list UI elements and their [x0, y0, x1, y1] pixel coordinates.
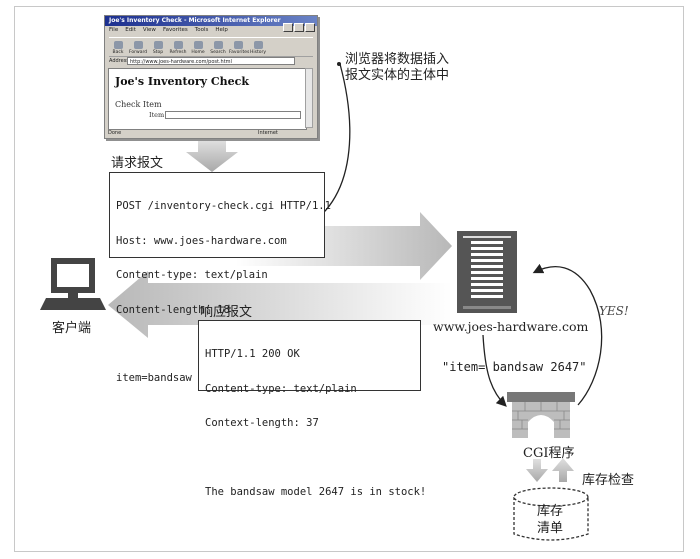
cgi-program-icon — [507, 392, 575, 438]
menu-view[interactable]: View — [142, 27, 156, 33]
server-icon — [457, 231, 517, 313]
item-label: Item — [149, 111, 165, 119]
stop-button[interactable]: Stop — [149, 40, 167, 55]
refresh-icon — [173, 41, 183, 49]
history-button[interactable]: History — [249, 40, 267, 55]
favorites-button[interactable]: Favorites — [229, 40, 249, 55]
page-scrollbar[interactable] — [305, 68, 313, 128]
browser-status-bar: Done Internet — [108, 129, 313, 137]
annotation-line-2: 报文实体的主体中 — [345, 68, 450, 83]
address-bar: Address http://www.joes-hardware.com/pos… — [109, 57, 313, 66]
browser-title: Joe's Inventory Check - Microsoft Intern… — [109, 17, 281, 24]
server-to-cgi-arrow — [482, 334, 507, 407]
browser-title-bar: Joe's Inventory Check - Microsoft Intern… — [105, 16, 317, 26]
request-headers: POST /inventory-check.cgi HTTP/1.1 Host:… — [116, 178, 331, 408]
page-heading: Joe's Inventory Check — [115, 75, 249, 88]
response-context-length: Context-length: 37 — [205, 417, 319, 429]
request-content-length: Content-length: 18 — [116, 303, 230, 316]
annotation-line-1: 浏览器将数据插入 — [345, 52, 450, 67]
status-zone: Internet — [258, 130, 278, 136]
form-title: Check Item — [115, 100, 162, 109]
menu-tools[interactable]: Tools — [194, 27, 209, 33]
response-content-type: Content-type: text/plain — [205, 382, 357, 395]
annotation-dot — [337, 62, 341, 66]
back-icon — [113, 41, 123, 49]
request-label: 请求报文 — [111, 156, 164, 171]
menu-file[interactable]: File — [109, 27, 119, 33]
request-line: POST /inventory-check.cgi HTTP/1.1 — [116, 200, 331, 212]
cgi-to-server-arrow — [532, 263, 603, 406]
yes-label: YES! — [599, 304, 629, 318]
close-icon[interactable] — [305, 23, 315, 32]
request-content-type: Content-type: text/plain — [116, 269, 268, 281]
cgi-query-label: "item= bandsaw 2647" — [442, 360, 587, 374]
client-computer-icon — [40, 258, 106, 310]
request-message-box: POST /inventory-check.cgi HTTP/1.1 Host:… — [109, 172, 331, 384]
maximize-icon[interactable] — [294, 23, 304, 32]
home-button[interactable]: Home — [189, 40, 207, 55]
minimize-icon[interactable] — [283, 23, 293, 32]
status-done: Done — [108, 130, 122, 136]
db-line-1: 库存 — [537, 504, 564, 519]
response-status: HTTP/1.1 200 OK — [205, 348, 300, 360]
annotation-text: 浏览器将数据插入 报文实体的主体中 — [345, 52, 449, 84]
browser-window: Joe's Inventory Check - Microsoft Intern… — [104, 15, 318, 139]
favorites-icon — [233, 41, 243, 49]
client-label: 客户端 — [52, 321, 92, 336]
inventory-list-label: 库存 清单 — [537, 503, 563, 537]
forward-button[interactable]: Forward — [129, 40, 147, 55]
cgi-to-db-arrow — [526, 459, 548, 482]
browser-to-request-arrow — [186, 140, 238, 172]
server-host-label: www.joes-hardware.com — [433, 319, 589, 334]
db-to-cgi-arrow — [552, 458, 574, 482]
window-controls — [282, 17, 315, 36]
refresh-button[interactable]: Refresh — [169, 40, 187, 55]
response-message-box: HTTP/1.1 200 OK Content-type: text/plain… — [198, 320, 426, 497]
inventory-database-icon — [513, 487, 589, 541]
response-body: The bandsaw model 2647 is in stock! — [205, 485, 427, 498]
home-icon — [193, 41, 203, 49]
request-host: Host: www.joes-hardware.com — [116, 234, 287, 247]
browser-page: Joe's Inventory Check Check Item Item — [108, 68, 307, 130]
history-icon — [253, 41, 263, 49]
cgi-label: CGI程序 — [523, 446, 575, 461]
diagram-frame — [14, 6, 684, 552]
search-button[interactable]: Search — [209, 40, 227, 55]
item-input[interactable] — [165, 111, 301, 119]
address-input[interactable]: http://www.joes-hardware.com/post.html — [127, 57, 295, 65]
response-label: 响应报文 — [200, 305, 253, 320]
address-label: Address — [109, 58, 129, 64]
search-icon — [213, 41, 223, 49]
stop-icon — [153, 41, 163, 49]
menu-favorites[interactable]: Favorites — [162, 27, 188, 33]
inventory-check-label: 库存检查 — [582, 473, 635, 488]
menu-help[interactable]: Help — [215, 27, 228, 33]
menu-edit[interactable]: Edit — [125, 27, 136, 33]
forward-icon — [133, 41, 143, 49]
back-button[interactable]: Back — [109, 40, 127, 55]
db-line-2: 清单 — [537, 521, 564, 536]
response-headers: HTTP/1.1 200 OK Content-type: text/plain… — [205, 326, 426, 521]
browser-menu-bar: File Edit View Favorites Tools Help — [109, 27, 235, 33]
